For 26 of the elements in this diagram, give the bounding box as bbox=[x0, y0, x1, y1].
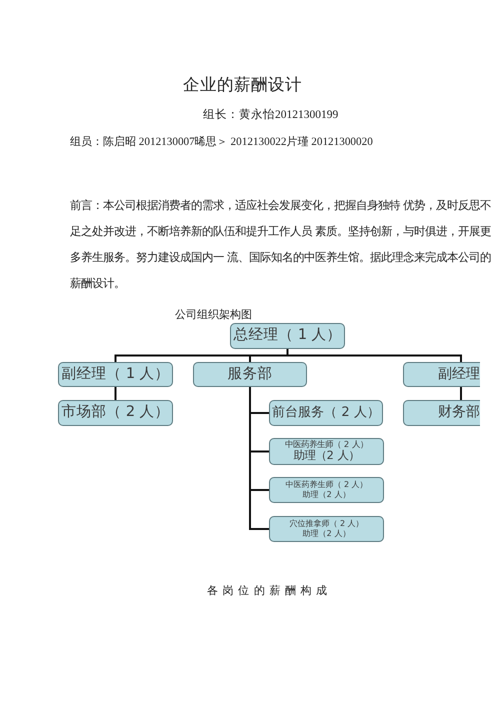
org-box: 副经理（ 1 人） bbox=[58, 362, 173, 387]
org-box bbox=[269, 477, 384, 503]
chart-caption: 公司组织架构图 bbox=[175, 309, 252, 322]
connector-line bbox=[460, 387, 462, 400]
connector-line bbox=[114, 387, 116, 400]
box-text: 中医药养生师（ 2 人） bbox=[285, 440, 368, 450]
box-text: 助理（2 人） bbox=[302, 490, 350, 500]
org-box bbox=[269, 516, 384, 542]
org-box: 副经理 bbox=[403, 362, 480, 387]
connector-line bbox=[249, 387, 269, 530]
member-list-text: 组员：陈启昭 2012130007晞思＞ 2012130022片瑾 20121300020 bbox=[70, 136, 373, 150]
org-box bbox=[269, 438, 384, 465]
box-text: 助理（2 人） bbox=[302, 530, 350, 538]
org-box: 服务部 bbox=[193, 362, 307, 387]
title: 企业的薪酬设计 bbox=[183, 75, 302, 95]
connector-line bbox=[286, 349, 462, 362]
box-text: 中医药养生师（ 2 人） bbox=[285, 480, 368, 490]
org-box: 前台服务（ 2 人） bbox=[269, 400, 383, 426]
section-heading: 各岗位的薪酬构成 bbox=[207, 585, 332, 598]
box-text: 助理（2 人） bbox=[294, 450, 360, 463]
org-box: 财务部 bbox=[403, 400, 480, 426]
team-leader-text: 组长：黄永怡20121300199 bbox=[203, 109, 338, 123]
preface-paragraph: 前言：本公司根据消费者的需求，适应社会发展变化，把握自身独特 优势，及时反思不足之处并改进，不断培养新的队伍和提升工作人员 素质。坚持创新，与时俱进，开展更多养生服务。努力建设成国内一 流、国际知名的中医养生馆。据此理念来完成本公司的薪酬设计。 bbox=[70, 198, 492, 292]
org-box: 总经理（ 1 人） bbox=[230, 323, 345, 349]
org-box: 市场部（ 2 人） bbox=[58, 400, 173, 426]
box-text: 穴位推拿师（ 2 人） bbox=[289, 520, 364, 528]
